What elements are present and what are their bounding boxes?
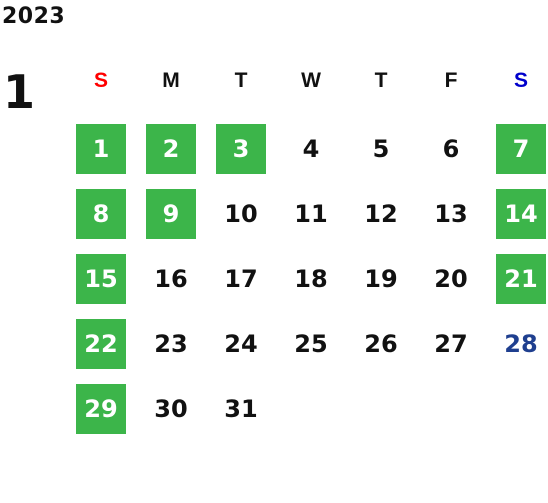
day-cell[interactable]: 13: [416, 189, 486, 254]
weekday-2: T: [234, 69, 248, 92]
holiday-day-number: 8: [76, 189, 126, 239]
day-number: 11: [294, 200, 328, 228]
day-cell[interactable]: 24: [206, 319, 276, 384]
day-number: 18: [294, 265, 328, 293]
day-number: 25: [294, 330, 328, 358]
day-cell[interactable]: 6: [416, 124, 486, 189]
day-cell[interactable]: 25: [276, 319, 346, 384]
day-cell[interactable]: 5: [346, 124, 416, 189]
day-cell[interactable]: 4: [276, 124, 346, 189]
day-cell[interactable]: 27: [416, 319, 486, 384]
holiday-day-number: 9: [146, 189, 196, 239]
day-number: 19: [364, 265, 398, 293]
day-number: 28: [504, 330, 538, 358]
day-cell[interactable]: 10: [206, 189, 276, 254]
day-cell[interactable]: 26: [346, 319, 416, 384]
day-cell[interactable]: 18: [276, 254, 346, 319]
day-cell[interactable]: 23: [136, 319, 206, 384]
day-number: 30: [154, 395, 188, 423]
day-number: 10: [224, 200, 258, 228]
day-cell[interactable]: 19: [346, 254, 416, 319]
day-cell[interactable]: 17: [206, 254, 276, 319]
day-cell[interactable]: 11: [276, 189, 346, 254]
weekday-0: S: [93, 69, 108, 92]
holiday-day-number: 3: [216, 124, 266, 174]
day-number: 27: [434, 330, 468, 358]
day-cell[interactable]: 8: [66, 189, 136, 254]
weekday-4: T: [374, 69, 388, 92]
day-number: 26: [364, 330, 398, 358]
day-number: 4: [302, 135, 320, 163]
day-number: 16: [154, 265, 188, 293]
holiday-day-number: 15: [76, 254, 126, 304]
day-number: 31: [224, 395, 258, 423]
weekday-3: W: [301, 69, 321, 92]
day-cell[interactable]: 30: [136, 384, 206, 449]
day-number: 17: [224, 265, 258, 293]
day-cell[interactable]: 15: [66, 254, 136, 319]
day-cell[interactable]: 3: [206, 124, 276, 189]
day-number: 6: [442, 135, 460, 163]
day-cell[interactable]: 22: [66, 319, 136, 384]
holiday-day-number: 29: [76, 384, 126, 434]
day-cell[interactable]: 20: [416, 254, 486, 319]
holiday-day-number: 14: [496, 189, 546, 239]
month-number: 1: [3, 65, 36, 119]
day-cell[interactable]: 12: [346, 189, 416, 254]
holiday-day-number: 1: [76, 124, 126, 174]
day-cell[interactable]: 1: [66, 124, 136, 189]
holiday-day-number: 22: [76, 319, 126, 369]
day-number: 5: [372, 135, 390, 163]
holiday-day-number: 2: [146, 124, 196, 174]
weekday-5: F: [444, 69, 458, 92]
day-cell[interactable]: 9: [136, 189, 206, 254]
day-cell[interactable]: 21: [486, 254, 548, 319]
day-cell[interactable]: 16: [136, 254, 206, 319]
day-cell[interactable]: 28: [486, 319, 548, 384]
day-cell[interactable]: 14: [486, 189, 548, 254]
weekday-1: M: [162, 69, 180, 92]
year-label: 2023: [2, 4, 66, 29]
day-cell[interactable]: 2: [136, 124, 206, 189]
day-number: 20: [434, 265, 468, 293]
holiday-day-number: 7: [496, 124, 546, 174]
day-cell[interactable]: 7: [486, 124, 548, 189]
day-number: 12: [364, 200, 398, 228]
day-number: 24: [224, 330, 258, 358]
day-cell[interactable]: 31: [206, 384, 276, 449]
holiday-day-number: 21: [496, 254, 546, 304]
day-cell[interactable]: 29: [66, 384, 136, 449]
day-number: 13: [434, 200, 468, 228]
weekday-6: S: [513, 69, 528, 92]
day-number: 23: [154, 330, 188, 358]
